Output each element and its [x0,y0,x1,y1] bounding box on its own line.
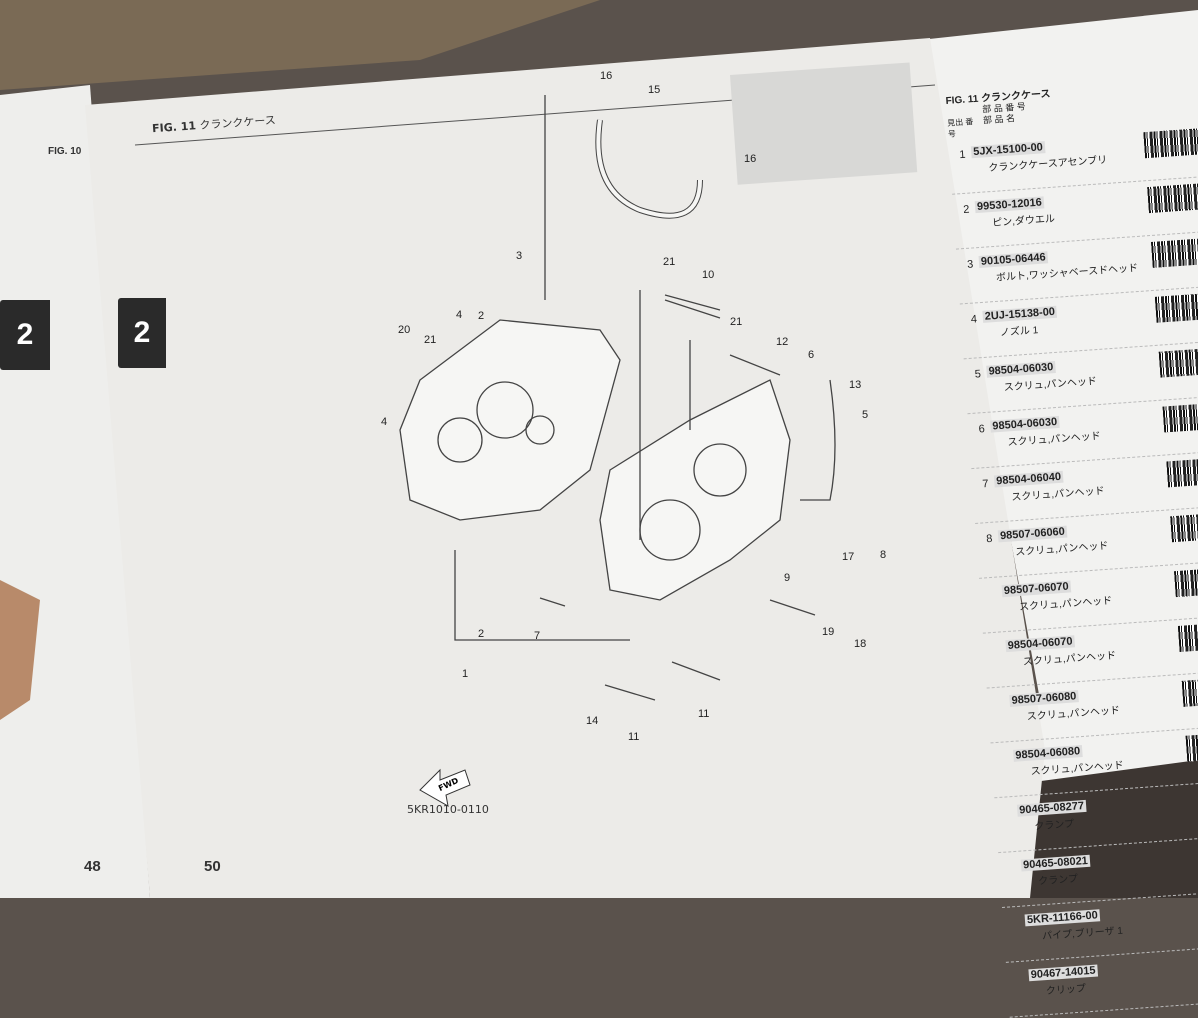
left-page-number: 48 [84,858,101,875]
callout: 11 [628,731,640,743]
fwd-arrow-icon [419,768,471,807]
callout: 5 [862,409,869,421]
callout: 7 [534,630,541,642]
part-name: クリップ [1045,983,1087,998]
ref-number: 5 [974,368,982,381]
part-number: 90467-14015 [1028,964,1098,982]
left-page [0,85,150,898]
part-name: ピン,ダウエル [991,213,1056,230]
barcode [1162,401,1198,433]
callout: 2 [478,628,485,640]
part-name: ノズル 1 [999,325,1039,339]
callout: 6 [808,349,815,361]
right-fig-label: FIG. 11 [945,93,979,107]
part-name: クランプ [1037,873,1079,888]
part-number: 90465-08021 [1020,854,1091,872]
main-fig-label: FIG. 11 [151,119,197,136]
callout: 18 [854,638,867,650]
callout: 13 [849,379,862,391]
left-section-tab: 2 [0,300,50,370]
diagram-code: 5KR1010-0110 [407,803,489,816]
ref-number: 6 [978,423,986,436]
barcode [1166,456,1198,488]
callout: 21 [663,256,676,268]
barcode [1177,621,1198,652]
part-number: 90465-08277 [1016,799,1087,817]
callout: 11 [698,708,710,720]
callout: 1 [462,668,469,680]
barcode [1147,182,1198,214]
callout: 14 [586,715,599,727]
barcode [1154,291,1198,323]
main-page-number: 50 [204,858,221,875]
right-page [920,10,1198,820]
callout: 10 [702,269,715,281]
callout: 21 [730,316,743,328]
callout: 17 [842,551,855,563]
callout: 16 [744,153,757,165]
crankcase-diagram [399,95,836,701]
callout: 21 [424,334,437,346]
left-fig-label: FIG. 10 [48,146,82,157]
callout: 2 [478,310,485,322]
ref-number: 2 [962,203,970,216]
part-number: 2UJ-15138-00 [982,305,1058,323]
ref-number: 4 [970,313,978,326]
col-ref-header: 見出 番号 [946,117,974,139]
ref-number: 8 [985,532,993,546]
callout: 19 [822,626,835,638]
callout: 15 [648,84,661,96]
barcode [1185,730,1198,762]
barcode [1173,566,1198,598]
ref-number: 7 [982,477,989,491]
callout: 8 [880,549,887,561]
callout: 20 [398,324,411,336]
callout: 3 [516,250,523,262]
ref-number: 3 [966,258,974,271]
ref-number: 1 [959,148,966,162]
part-name: パイプ,ブリーザ 1 [1041,925,1124,943]
callout: 9 [784,572,791,584]
thumb [0,580,40,720]
barcode [1170,511,1198,543]
callout: 4 [381,416,388,428]
callout: 16 [600,70,613,82]
callout: 4 [456,309,463,321]
barcode [1158,346,1198,378]
part-name: クランプ [1034,818,1075,833]
main-section-tab: 2 [118,298,166,368]
photo-background [0,0,1198,898]
barcode [1181,676,1198,707]
barcode [1150,237,1198,268]
barcode [1143,127,1198,159]
callout: 12 [776,336,789,348]
